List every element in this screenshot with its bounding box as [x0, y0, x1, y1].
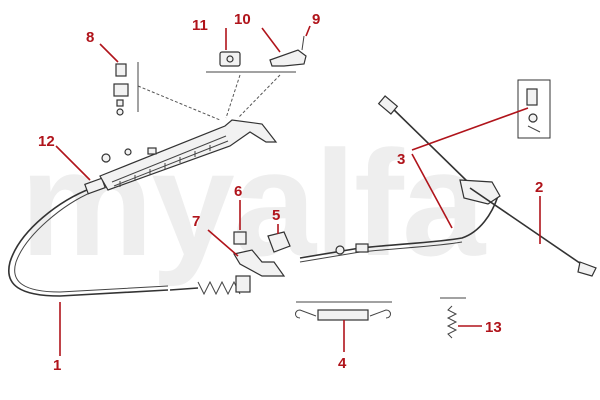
part-9-pin — [301, 35, 305, 51]
part-8-fastener-group — [113, 62, 221, 121]
callout-4: 4 — [338, 355, 347, 372]
part-7-lever — [233, 249, 286, 277]
leader-lines — [55, 25, 541, 356]
callout-3: 3 — [397, 151, 405, 168]
part-1-cable — [8, 177, 169, 297]
part-11-bush — [219, 51, 241, 67]
callout-1: 1 — [53, 357, 61, 374]
callout-7: 7 — [192, 213, 200, 230]
callout-2: 2 — [535, 179, 543, 196]
hardware-inset-box — [517, 79, 551, 139]
callout-10: 10 — [234, 11, 251, 28]
callout-8: 8 — [86, 29, 94, 46]
callout-6: 6 — [234, 183, 242, 200]
callout-5: 5 — [272, 207, 280, 224]
callout-11: 11 — [192, 17, 208, 34]
part-10-bracket — [269, 49, 307, 67]
callout-9: 9 — [312, 11, 320, 28]
callout-13: 13 — [485, 319, 502, 336]
part-4-return-spring — [295, 301, 392, 321]
part-6-sleeve — [233, 231, 247, 245]
callout-12: 12 — [38, 133, 55, 150]
part-3-cable-assembly — [299, 95, 501, 263]
part-2-cable — [469, 187, 597, 277]
equaliser-spring — [169, 275, 251, 296]
part-13-spring — [440, 297, 466, 339]
handbrake-lever — [99, 119, 278, 191]
